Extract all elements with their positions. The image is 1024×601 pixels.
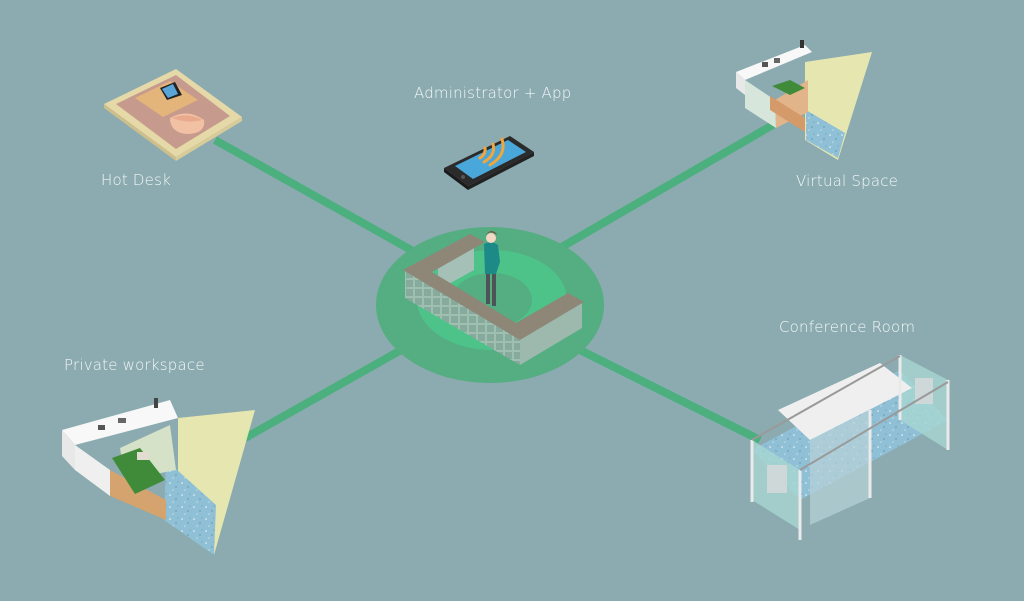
connectors bbox=[213, 111, 793, 444]
smartphone-signal-icon[interactable] bbox=[444, 136, 534, 190]
reception-desk-icon[interactable] bbox=[376, 227, 604, 383]
connector-private-workspace bbox=[243, 341, 412, 442]
virtual-space-icon[interactable] bbox=[736, 40, 872, 160]
receptionist-figure bbox=[484, 231, 500, 306]
label-hot-desk: Hot Desk bbox=[101, 171, 171, 189]
label-private-workspace: Private workspace bbox=[64, 356, 205, 374]
hot-desk-icon[interactable] bbox=[104, 69, 242, 161]
label-admin-app: Administrator + App bbox=[414, 84, 572, 102]
conference-room-icon[interactable] bbox=[750, 355, 950, 540]
label-conference-room: Conference Room bbox=[779, 318, 916, 336]
connector-virtual-space bbox=[557, 111, 793, 252]
private-workspace-icon[interactable] bbox=[62, 398, 255, 555]
connector-conference-room bbox=[568, 341, 762, 444]
label-virtual-space: Virtual Space bbox=[796, 172, 899, 190]
connector-hot-desk bbox=[213, 136, 422, 259]
